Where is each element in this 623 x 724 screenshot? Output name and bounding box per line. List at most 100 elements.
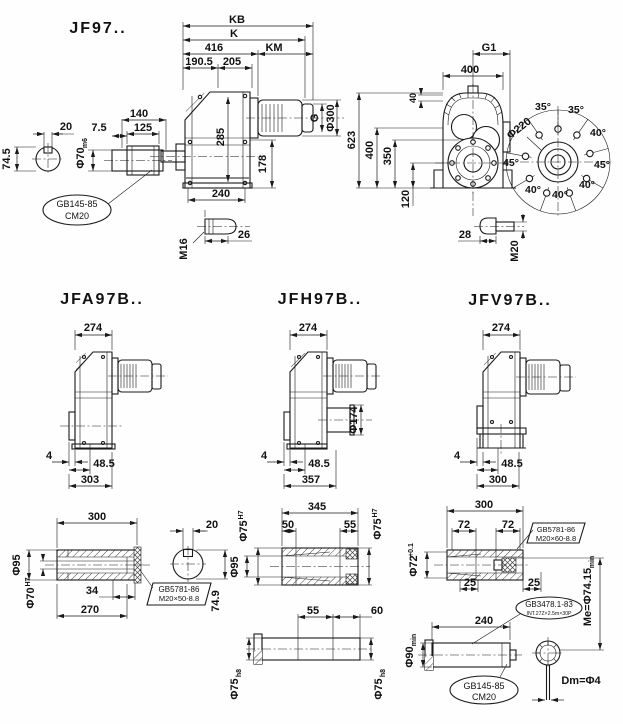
svg-text:min: min bbox=[411, 634, 418, 646]
jf97-side-view: KB K 416 KM 190.5 205 285 178 240 G Φ300 bbox=[150, 14, 344, 203]
dim-400-top: 400 bbox=[461, 64, 479, 76]
dim-7-5: 7.5 bbox=[91, 122, 106, 134]
jfh97b-view: JFH97B.. 274 Φ174 4 48.5 357 bbox=[261, 291, 382, 489]
angle-40-sw: 40° bbox=[525, 184, 541, 196]
dim-55: 55 bbox=[344, 519, 356, 531]
dim-40: 40 bbox=[408, 93, 418, 103]
jf97-shaft-end-detail: 26 M16 bbox=[178, 210, 252, 260]
dim-300-vs: 300 bbox=[475, 499, 493, 511]
dim-300-v: 300 bbox=[489, 474, 507, 486]
svg-text:Me=Φ74.15: Me=Φ74.15 bbox=[582, 568, 594, 626]
dim-25a: 25 bbox=[464, 577, 476, 589]
svg-text:h8: h8 bbox=[236, 669, 243, 677]
svg-text:Φ72: Φ72 bbox=[408, 555, 420, 576]
angle-35-right: 35° bbox=[568, 104, 584, 116]
svg-text:Φ90: Φ90 bbox=[404, 646, 416, 667]
shaft-details-h: 345 Φ75 H7 Φ75 H7 50 55 Φ95 55 60 Φ75 h8… bbox=[229, 501, 387, 700]
dim-274-v: 274 bbox=[492, 322, 511, 334]
dim-357: 357 bbox=[302, 474, 320, 486]
dim-48-5-h: 48.5 bbox=[308, 458, 329, 470]
dim-72b: 72 bbox=[502, 519, 514, 531]
svg-text:H7: H7 bbox=[238, 510, 245, 519]
dim-phi72: Φ72 +0.1 bbox=[408, 543, 420, 577]
jfa97b-view: JFA97B.. 274 4 48.5 303 bbox=[46, 291, 168, 489]
jf97-bore-end-detail: 28 M20 bbox=[458, 192, 527, 262]
callout-m20x50: M20×50-8.8 bbox=[159, 594, 199, 603]
spline-pin-detail: Dm=Φ4 bbox=[532, 637, 602, 703]
dim-72a: 72 bbox=[458, 519, 470, 531]
dim-48-5-a: 48.5 bbox=[93, 458, 114, 470]
callout-m20x60: M20×60-8.8 bbox=[536, 534, 576, 543]
dim-274-h: 274 bbox=[299, 322, 318, 334]
dim-phi95-h: Φ95 bbox=[229, 556, 241, 577]
dim-phi90min: Φ90 min bbox=[404, 634, 418, 668]
callout-gb5781-a: GB5781-86 bbox=[159, 585, 200, 594]
svg-text:+0.1: +0.1 bbox=[408, 543, 415, 557]
angle-40-se: 40° bbox=[579, 179, 595, 191]
title-jf97: JF97.. bbox=[69, 20, 126, 37]
dim-phi70h7: Φ70 H7 bbox=[25, 577, 37, 608]
svg-text:h8: h8 bbox=[380, 669, 387, 677]
dim-303: 303 bbox=[81, 474, 99, 486]
dim-me: Me=Φ74.15 min bbox=[582, 556, 596, 626]
dim-60: 60 bbox=[371, 605, 383, 617]
jfv97b-view: JFV97B.. 274 4 48.5 300 bbox=[454, 292, 576, 489]
dim-400: 400 bbox=[364, 141, 376, 159]
callout-gb5781-v: GB5781-86 bbox=[537, 525, 575, 534]
dim-55b: 55 bbox=[307, 605, 319, 617]
dim-26: 26 bbox=[238, 229, 250, 241]
dim-phi75h7-right: Φ75 H7 bbox=[372, 508, 384, 539]
dim-120: 120 bbox=[400, 190, 412, 208]
title-jfh97b: JFH97B.. bbox=[278, 291, 362, 308]
callout-cm20: CM20 bbox=[65, 211, 89, 221]
dim-300-a: 300 bbox=[88, 511, 106, 523]
angle-45-e: 45° bbox=[594, 159, 610, 171]
dim-m20: M20 bbox=[509, 240, 521, 261]
dim-74-5: 74.5 bbox=[1, 148, 13, 169]
jf97-front-view: G1 400 40 623 400 350 120 bbox=[346, 42, 516, 208]
dim-28: 28 bbox=[459, 229, 471, 241]
svg-text:Φ75: Φ75 bbox=[238, 520, 250, 541]
dim-48-5-v: 48.5 bbox=[501, 458, 522, 470]
dim-phi75h8-right: Φ75 h8 bbox=[373, 669, 387, 700]
bolt-circle-angle-diagram: 35° 35° 40° 45° 40° 40° 40° 45° Φ220 bbox=[503, 101, 612, 218]
angle-35-left: 35° bbox=[535, 101, 551, 113]
dim-4-a: 4 bbox=[46, 450, 53, 462]
dim-dm-phi4: Dm=Φ4 bbox=[561, 675, 601, 687]
svg-text:H7: H7 bbox=[25, 577, 32, 586]
dim-phi220: Φ220 bbox=[505, 115, 534, 141]
dim-74-9: 74.9 bbox=[210, 590, 222, 611]
callout-gb145-v: GB145-85 bbox=[463, 681, 504, 691]
svg-text:H7: H7 bbox=[372, 508, 379, 517]
dim-g: G bbox=[309, 114, 321, 123]
callout-gb145: GB145-85 bbox=[56, 199, 97, 209]
dim-phi75h8-left: Φ75 h8 bbox=[229, 669, 243, 700]
hollow-shaft-detail-a: 300 Φ95 Φ70 H7 34 270 20 74.9 GB5781-86 … bbox=[11, 511, 228, 619]
dim-phi70m6: Φ70 m6 bbox=[75, 138, 89, 169]
dim-270: 270 bbox=[81, 604, 99, 616]
dim-125: 125 bbox=[134, 122, 152, 134]
svg-text:Φ75: Φ75 bbox=[229, 678, 241, 699]
title-jfv97b: JFV97B.. bbox=[468, 292, 552, 309]
dim-50: 50 bbox=[282, 519, 294, 531]
callout-spline-spec: INT.27Z×2.5m×30P bbox=[527, 611, 573, 617]
dim-623: 623 bbox=[346, 131, 358, 149]
callout-cm20-v: CM20 bbox=[472, 692, 496, 702]
jf97-shaft-section-detail: 20 74.5 bbox=[1, 121, 74, 175]
dim-m16: M16 bbox=[178, 238, 190, 259]
dim-285: 285 bbox=[215, 128, 227, 146]
dim-416: 416 bbox=[205, 42, 223, 54]
svg-text:m6: m6 bbox=[82, 138, 89, 148]
angle-40-ne: 40° bbox=[590, 127, 606, 139]
dim-phi300: Φ300 bbox=[325, 104, 337, 131]
dim-phi174: Φ174 bbox=[348, 405, 360, 433]
dim-20-key: 20 bbox=[206, 519, 218, 531]
svg-text:Φ75: Φ75 bbox=[372, 518, 384, 539]
dim-240: 240 bbox=[212, 188, 230, 200]
dim-4-h: 4 bbox=[261, 450, 268, 462]
svg-text:Φ75: Φ75 bbox=[373, 678, 385, 699]
svg-text:Φ70: Φ70 bbox=[75, 147, 87, 168]
dim-34: 34 bbox=[86, 585, 99, 597]
